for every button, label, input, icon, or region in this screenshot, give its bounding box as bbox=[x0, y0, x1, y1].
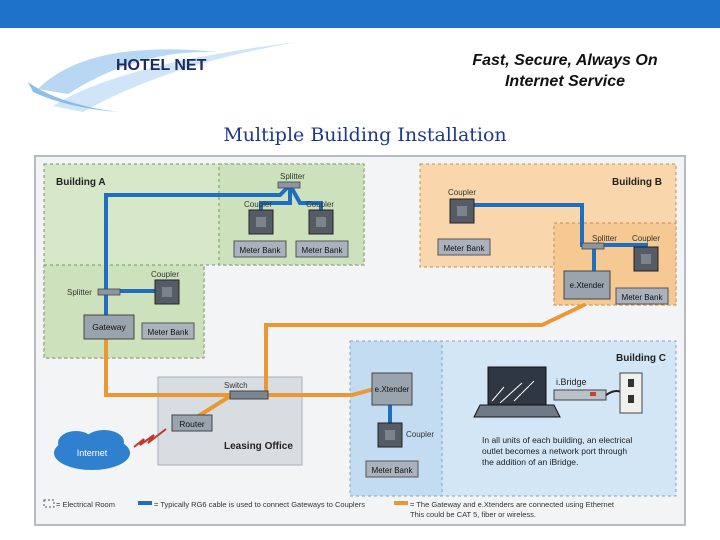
building-c-label: Building C bbox=[616, 353, 666, 364]
internet-cloud: Internet bbox=[54, 430, 130, 470]
coupler-a-2 bbox=[308, 209, 334, 235]
svg-text:Meter Bank: Meter Bank bbox=[622, 293, 664, 302]
wall-outlet-icon bbox=[619, 372, 643, 414]
svg-text:Meter Bank: Meter Bank bbox=[372, 466, 414, 475]
meter-bank-a-3: Meter Bank bbox=[141, 322, 195, 340]
tagline-line-1: Fast, Secure, Always On bbox=[472, 52, 658, 69]
legend-orange-cable-2: This could be CAT 5, fiber or wireless. bbox=[410, 510, 536, 519]
blue-cable-a-right bbox=[288, 183, 323, 217]
meter-bank-c: Meter Bank bbox=[365, 460, 419, 478]
logo-text: HOTEL NET bbox=[116, 57, 207, 74]
svg-text:Meter Bank: Meter Bank bbox=[302, 246, 344, 255]
legend-orange-swatch bbox=[394, 501, 408, 505]
orange-cable-to-extender-c bbox=[264, 387, 376, 397]
meter-bank-a-1: Meter Bank bbox=[233, 240, 287, 258]
meter-bank-b-2: Meter Bank bbox=[615, 287, 669, 305]
meter-bank-b-1: Meter Bank bbox=[437, 238, 491, 256]
meter-bank-a-2: Meter Bank bbox=[295, 240, 349, 258]
svg-text:e.Xtender: e.Xtender bbox=[375, 385, 410, 394]
e-xtender-c: e.Xtender bbox=[371, 372, 413, 406]
orange-cable-switch-up bbox=[264, 303, 586, 397]
svg-text:Meter Bank: Meter Bank bbox=[240, 246, 282, 255]
legend-electrical-room-swatch bbox=[43, 499, 55, 508]
orange-cable-gateway-switch bbox=[104, 337, 232, 397]
coupler-a-1 bbox=[248, 209, 274, 235]
svg-text:Meter Bank: Meter Bank bbox=[148, 328, 190, 337]
note-line-3: the addition of an iBridge. bbox=[482, 457, 578, 467]
header-bar bbox=[0, 0, 720, 28]
svg-text:Meter Bank: Meter Bank bbox=[444, 244, 486, 253]
legend-electrical-room: = Electrical Room bbox=[56, 500, 115, 509]
installation-diagram: Meter Bank Meter Bank Meter Bank Meter B… bbox=[34, 155, 686, 526]
coupler-b-2 bbox=[633, 246, 659, 272]
svg-text:Coupler: Coupler bbox=[306, 200, 334, 209]
splitter-b bbox=[581, 242, 605, 250]
laptop-icon bbox=[473, 366, 561, 418]
blue-cable-a-left bbox=[259, 183, 292, 217]
svg-text:i.Bridge: i.Bridge bbox=[556, 377, 587, 387]
building-a-label: Building A bbox=[56, 177, 106, 188]
gateway-device: Gateway bbox=[83, 314, 135, 340]
legend-orange-cable-1: = The Gateway and e.Xtenders are connect… bbox=[410, 500, 615, 509]
router-device: Router bbox=[171, 414, 213, 432]
coupler-a-3 bbox=[154, 279, 180, 305]
svg-text:Coupler: Coupler bbox=[406, 430, 434, 439]
svg-text:Splitter: Splitter bbox=[67, 288, 92, 297]
note-line-1: In all units of each building, an electr… bbox=[482, 435, 632, 445]
svg-text:e.Xtender: e.Xtender bbox=[570, 281, 605, 290]
wireless-link-icon bbox=[133, 428, 167, 448]
svg-text:Coupler: Coupler bbox=[632, 234, 660, 243]
building-b-label: Building B bbox=[612, 177, 662, 188]
switch-device bbox=[229, 390, 269, 400]
building-a-electrical-room bbox=[43, 264, 205, 359]
tagline-line-2: Internet Service bbox=[504, 73, 626, 90]
legend-blue-swatch bbox=[138, 501, 152, 505]
svg-text:Coupler: Coupler bbox=[244, 200, 272, 209]
blue-cable-a-main bbox=[104, 183, 292, 327]
leasing-office-label: Leasing Office bbox=[224, 441, 293, 452]
svg-text:Internet: Internet bbox=[77, 448, 108, 458]
svg-text:Coupler: Coupler bbox=[448, 188, 476, 197]
legend-blue-cable: = Typically RG6 cable is used to connect… bbox=[154, 500, 365, 509]
coupler-b-1 bbox=[449, 198, 475, 224]
note-line-2: outlet becomes a network port through bbox=[482, 446, 627, 456]
page-title: Multiple Building Installation bbox=[223, 124, 507, 146]
e-xtender-b: e.Xtender bbox=[563, 270, 611, 300]
tagline: Fast, Secure, Always On Internet Service bbox=[430, 50, 700, 92]
coupler-c bbox=[377, 422, 403, 448]
svg-text:Coupler: Coupler bbox=[151, 270, 179, 279]
splitter-a-top bbox=[277, 181, 301, 189]
svg-text:Splitter: Splitter bbox=[280, 172, 305, 181]
svg-text:Router: Router bbox=[179, 419, 205, 429]
splitter-a-left bbox=[97, 288, 121, 296]
svg-text:Switch: Switch bbox=[224, 381, 248, 390]
svg-text:Gateway: Gateway bbox=[92, 322, 126, 332]
svg-text:Splitter: Splitter bbox=[592, 234, 617, 243]
hotelnet-logo: HOTEL NET bbox=[28, 34, 308, 114]
